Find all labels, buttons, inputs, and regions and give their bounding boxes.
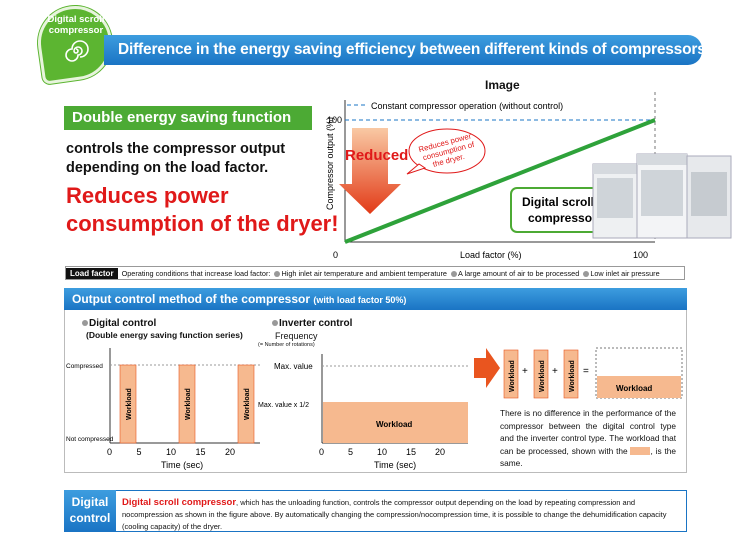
badge-label: Digital scroll compressor <box>44 14 108 67</box>
inverter-y-title: Frequency <box>275 331 318 341</box>
y-tick-100: 100 <box>327 115 342 125</box>
inverter-y-half: Max. value x 1/2 <box>258 402 309 409</box>
inverter-control-title: Inverter control <box>270 318 352 329</box>
total-workload-fill <box>597 376 681 398</box>
equals-sign: = <box>583 366 589 377</box>
digital-label-text: Digital scroll compressor <box>522 195 597 225</box>
bullet-icon <box>583 271 590 278</box>
bubble-shape <box>408 128 486 174</box>
sum-workload-label: Workload <box>509 360 516 392</box>
bubble-tail <box>406 163 427 175</box>
plus-sign: + <box>552 366 558 377</box>
series-tag-suffix: series <box>72 130 104 142</box>
dryer-units-image <box>592 153 732 239</box>
digital-control-title: Digital control <box>80 318 156 329</box>
x-tick-0: 0 <box>333 250 338 260</box>
digital-workload-block <box>119 364 137 444</box>
inverter-workload-label: Workload <box>376 420 412 429</box>
inverter-workload-block <box>323 402 468 443</box>
load-factor-text: Operating conditions that increase load … <box>121 269 271 278</box>
inverter-x-tick: 10 <box>377 447 387 457</box>
digital-scroll-line <box>344 118 656 244</box>
plus-sign: + <box>522 366 528 377</box>
bullet-icon <box>450 271 457 278</box>
inverter-y-max: Max. value <box>274 362 313 371</box>
highlight-text: Digital scroll compressor <box>122 497 237 508</box>
inverter-x-tick: 0 <box>319 447 324 457</box>
digital-x-label: Time (sec) <box>161 460 203 470</box>
load-factor-tag: Load factor <box>66 268 118 279</box>
digital-control-subtitle: (Double energy saving function series) <box>86 330 243 340</box>
digital-workload-block <box>178 364 196 444</box>
digital-x-tick: 20 <box>225 447 235 457</box>
digital-workload-label: Workload <box>244 388 251 420</box>
digital-workload-label: Workload <box>126 388 133 420</box>
x-tick-100: 100 <box>633 250 648 260</box>
header-bar <box>104 35 702 65</box>
page-title: Difference in the energy saving efficien… <box>118 41 706 58</box>
series-tag: Double energy saving function series <box>64 106 312 142</box>
x-axis-label: Load factor (%) <box>460 250 522 260</box>
digital-y-compressed: Compressed <box>66 363 103 370</box>
bullet-icon <box>274 271 281 278</box>
inverter-x-tick: 15 <box>406 447 416 457</box>
digital-workload-label: Workload <box>185 388 192 420</box>
bullet-icon <box>272 320 278 327</box>
inverter-x-label: Time (sec) <box>374 460 416 470</box>
load-factor-item: A large amount of air to be processed <box>457 269 580 278</box>
sum-workload-block <box>533 349 549 399</box>
image-chart-title: Image <box>485 78 520 92</box>
workload-swatch <box>630 447 651 456</box>
sum-workload-label: Workload <box>539 360 546 392</box>
inverter-y-sub: (= Number of rotations) <box>258 342 315 348</box>
digital-x-tick: 15 <box>196 447 206 457</box>
output-control-title: Output control method of the compressor … <box>64 288 687 310</box>
digital-x-tick: 5 <box>137 447 142 457</box>
inverter-control-chart: Max. value Max. value x 1/2 Workload 0 5 1… <box>258 354 468 470</box>
digital-control-chart: Compressed Not compressed Workload Worklo… <box>66 348 260 470</box>
reduces-headline: Reduces power consumption of the dryer! <box>66 183 339 236</box>
panel-title-suffix: (with load factor 50%) <box>313 295 407 305</box>
inverter-x-tick: 20 <box>435 447 445 457</box>
badge-line1: Digital scroll <box>47 14 105 25</box>
load-factor-item: High inlet air temperature and ambient t… <box>281 269 447 278</box>
total-workload-label: Workload <box>616 384 652 393</box>
sum-workload-block <box>503 349 519 399</box>
y-axis-label: Compressor output (%) <box>325 117 335 210</box>
digital-workload-block <box>237 364 255 444</box>
digital-x-tick: 0 <box>107 447 112 457</box>
digital-x-tick: 10 <box>166 447 176 457</box>
energy-image-chart: Constant compressor operation (without c… <box>325 92 732 260</box>
load-factor-item: Low inlet air pressure <box>590 269 660 278</box>
digital-control-description: Digital scroll compressor, which has the… <box>122 497 667 531</box>
controls-text: controls the compressor output depending… <box>66 141 286 176</box>
inverter-x-tick: 5 <box>348 447 353 457</box>
sum-workload-block <box>563 349 579 399</box>
comparison-note: There is no difference in the performanc… <box>500 408 676 468</box>
series-tag-main: Double energy saving function <box>72 109 292 126</box>
panel-title: Output control method of the compressor <box>72 292 311 306</box>
reduced-label: Reduced <box>345 147 408 164</box>
reduced-arrow <box>339 128 401 214</box>
digital-y-not-compressed: Not compressed <box>66 436 114 443</box>
badge-line2: compressor <box>48 25 104 36</box>
arrow-right-icon <box>474 348 500 388</box>
spiral-icon <box>65 40 89 62</box>
legend-label: Constant compressor operation (without c… <box>371 101 563 111</box>
sum-workload-label: Workload <box>569 360 576 392</box>
bullet-icon <box>82 320 88 327</box>
